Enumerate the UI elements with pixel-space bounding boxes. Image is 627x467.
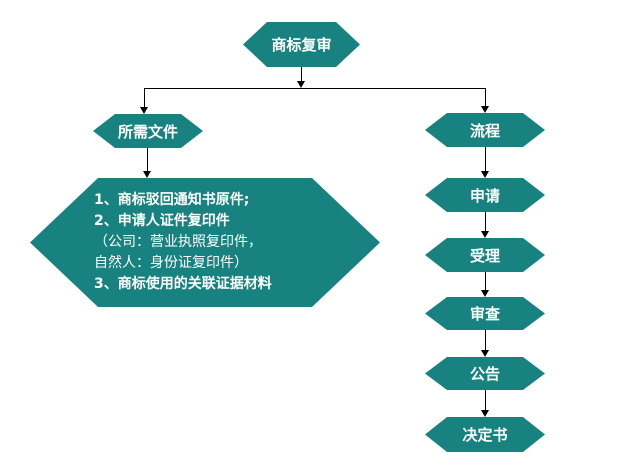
node-step-apply: 申请 <box>425 178 545 212</box>
connector-documents-detail-arrowhead <box>143 171 151 178</box>
connector-process-step1-arrowhead <box>481 171 489 178</box>
connector-step2-step3-line <box>485 272 486 290</box>
connector-documents-detail-line <box>147 148 148 171</box>
connector-root-down-line <box>301 67 302 81</box>
connector-branch-horizontal-line <box>144 88 485 89</box>
documents-detail-line-4: 自然人：身份证复印件） <box>94 255 248 271</box>
connector-step1-step2-line <box>485 212 486 231</box>
node-step-announce-label: 公告 <box>469 365 500 383</box>
documents-detail-line-2: 2、申请人证件复印件 <box>94 213 230 229</box>
connector-step4-step5-line <box>485 390 486 410</box>
node-required-documents: 所需文件 <box>93 114 203 148</box>
connector-step1-step2-arrowhead <box>481 231 489 238</box>
node-process: 流程 <box>425 113 545 147</box>
connector-step4-step5-arrowhead <box>481 410 489 417</box>
documents-detail-line-1: 1、商标驳回通知书原件; <box>94 192 250 208</box>
connector-step2-step3-arrowhead <box>481 290 489 297</box>
node-step-decision: 决定书 <box>425 417 545 452</box>
connector-to-documents-line <box>144 88 145 107</box>
node-step-apply-label: 申请 <box>469 186 500 205</box>
connector-to-process-line <box>485 88 486 106</box>
connector-root-down-arrowhead <box>297 81 305 88</box>
node-trademark-review-label: 商标复审 <box>271 36 332 54</box>
connector-step3-step4-line <box>485 330 486 350</box>
node-step-decision-label: 决定书 <box>462 426 508 444</box>
connector-to-documents-arrowhead <box>140 107 148 114</box>
node-documents-detail: 1、商标驳回通知书原件; 2、申请人证件复印件 （公司：营业执照复印件， 自然人… <box>30 178 380 307</box>
node-trademark-review: 商标复审 <box>243 22 360 67</box>
node-required-documents-label: 所需文件 <box>117 122 178 141</box>
documents-detail-text: 1、商标驳回通知书原件; 2、申请人证件复印件 （公司：营业执照复印件， 自然人… <box>94 190 272 295</box>
node-step-accept: 受理 <box>425 238 545 272</box>
documents-detail-line-3: （公司：营业执照复印件， <box>94 234 262 250</box>
connector-to-process-arrowhead <box>481 106 489 113</box>
node-step-accept-label: 受理 <box>469 246 500 265</box>
node-step-announce: 公告 <box>425 357 545 390</box>
connector-step3-step4-arrowhead <box>481 350 489 357</box>
node-process-label: 流程 <box>469 121 500 140</box>
documents-detail-line-5: 3、商标使用的关联证据材料 <box>94 276 272 292</box>
node-step-examine-label: 审查 <box>469 305 500 323</box>
node-step-examine: 审查 <box>425 297 545 330</box>
connector-process-step1-line <box>485 147 486 171</box>
